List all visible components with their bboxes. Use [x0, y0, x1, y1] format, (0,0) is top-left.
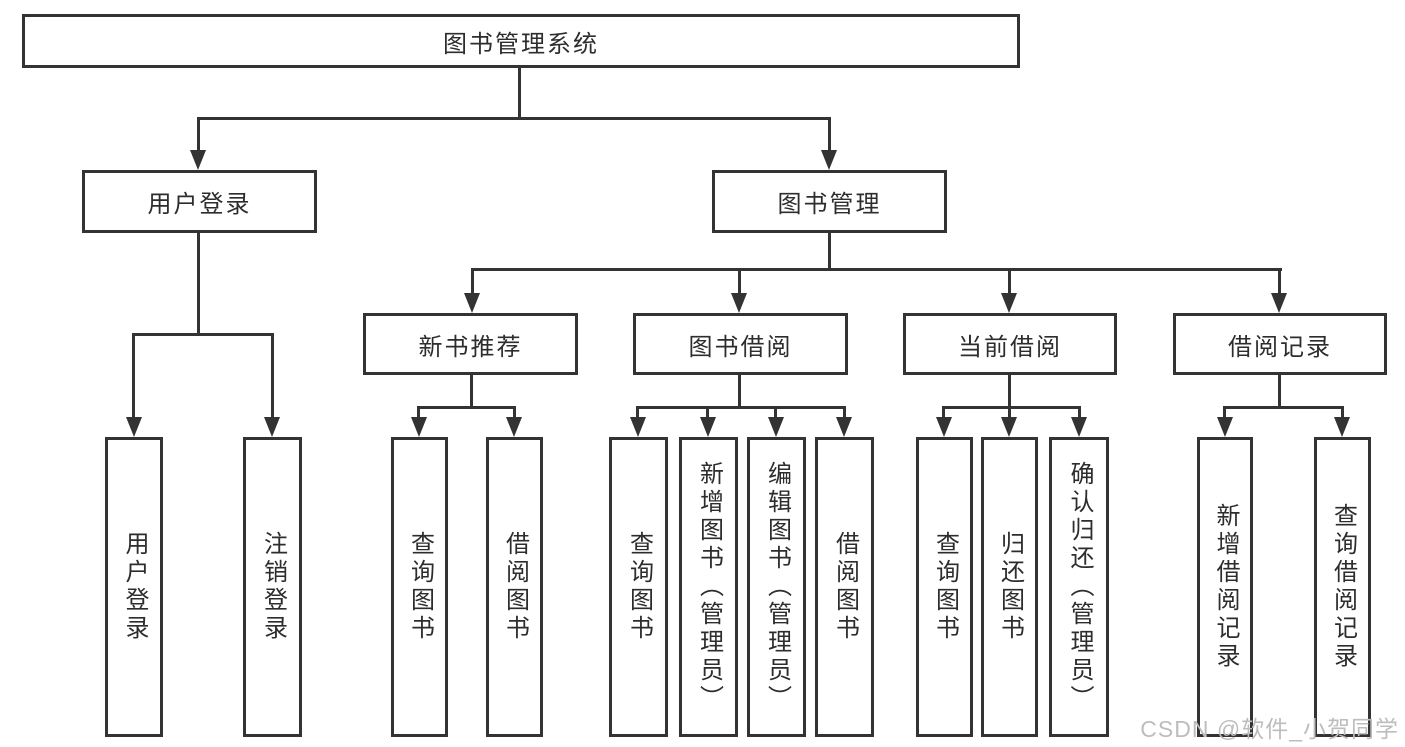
group-node-label: 图书借阅 — [688, 333, 793, 361]
line — [518, 66, 521, 119]
line — [1278, 268, 1281, 296]
group-node-new-book-recommendation: 新书推荐 — [363, 313, 578, 375]
arrowhead-down — [126, 417, 142, 437]
arrowhead-down — [464, 293, 480, 313]
leaf-node-query-books-1: 查询图书 — [391, 437, 448, 737]
leaf-node-borrow-books-1: 借阅图书 — [486, 437, 543, 737]
line — [843, 406, 846, 420]
branch-node-book-management: 图书管理 — [712, 170, 947, 233]
line — [1078, 406, 1081, 420]
leaf-node-user-login: 用户登录 — [105, 437, 163, 737]
line — [1223, 406, 1226, 420]
arrowhead-down — [821, 150, 837, 170]
branch-node-label: 图书管理 — [777, 191, 882, 218]
arrowhead-down — [1217, 417, 1233, 437]
arrowhead-down — [506, 417, 522, 437]
leaf-node-add-borrow-record: 新增借阅记录 — [1197, 437, 1253, 737]
group-node-current-borrowing: 当前借阅 — [903, 313, 1117, 375]
group-node-book-borrowing: 图书借阅 — [633, 313, 848, 375]
arrowhead-down — [411, 417, 427, 437]
group-node-borrowing-records: 借阅记录 — [1173, 313, 1387, 375]
branch-node-user-login: 用户登录 — [82, 170, 317, 233]
arrowhead-down — [1071, 417, 1087, 437]
leaf-node-return-books: 归还图书 — [981, 437, 1038, 737]
line — [828, 117, 831, 154]
line — [417, 406, 516, 409]
csdn-watermark: CSDN @软件_小贺同学 — [1140, 716, 1399, 742]
arrowhead-down — [768, 417, 784, 437]
line — [470, 375, 473, 409]
root-node-library-system: 图书管理系统 — [22, 14, 1020, 68]
leaf-node-edit-books-admin: 编辑图书（管理员） — [747, 437, 806, 737]
line — [271, 333, 274, 419]
line — [828, 233, 831, 271]
line — [1341, 406, 1344, 420]
line — [513, 406, 516, 420]
leaf-node-logout: 注销登录 — [243, 437, 302, 737]
line — [738, 375, 741, 409]
arrowhead-down — [731, 293, 747, 313]
line — [738, 268, 741, 296]
leaf-node-query-books-3: 查询图书 — [916, 437, 973, 737]
line — [471, 268, 474, 296]
line — [636, 406, 639, 420]
line — [1008, 268, 1011, 296]
arrowhead-down — [1001, 417, 1017, 437]
arrowhead-down — [264, 417, 280, 437]
line — [471, 268, 1282, 271]
line — [942, 406, 1081, 409]
line — [197, 117, 831, 120]
leaf-node-borrow-books-2: 借阅图书 — [815, 437, 874, 737]
arrowhead-down — [936, 417, 952, 437]
line — [132, 333, 274, 336]
line — [706, 406, 709, 420]
arrowhead-down — [836, 417, 852, 437]
line — [1008, 406, 1011, 420]
root-node-label: 图书管理系统 — [443, 30, 599, 58]
line — [1008, 375, 1011, 409]
arrowhead-down — [700, 417, 716, 437]
group-node-label: 当前借阅 — [958, 333, 1062, 361]
line — [132, 333, 135, 419]
group-node-label: 新书推荐 — [418, 333, 523, 361]
line — [774, 406, 777, 420]
line — [417, 406, 420, 420]
line — [197, 233, 200, 336]
group-node-label: 借阅记录 — [1228, 333, 1332, 361]
arrowhead-down — [190, 150, 206, 170]
line — [197, 117, 200, 154]
leaf-node-confirm-return-admin: 确认归还（管理员） — [1049, 437, 1109, 737]
arrowhead-down — [630, 417, 646, 437]
leaf-node-query-borrow-record: 查询借阅记录 — [1314, 437, 1371, 737]
leaf-node-query-books-2: 查询图书 — [609, 437, 668, 737]
arrowhead-down — [1271, 293, 1287, 313]
line — [1278, 375, 1281, 409]
branch-node-label: 用户登录 — [147, 191, 252, 218]
line — [1223, 406, 1344, 409]
line — [636, 406, 846, 409]
arrowhead-down — [1334, 417, 1350, 437]
leaf-node-add-books-admin: 新增图书（管理员） — [679, 437, 738, 737]
arrowhead-down — [1001, 293, 1017, 313]
line — [942, 406, 945, 420]
